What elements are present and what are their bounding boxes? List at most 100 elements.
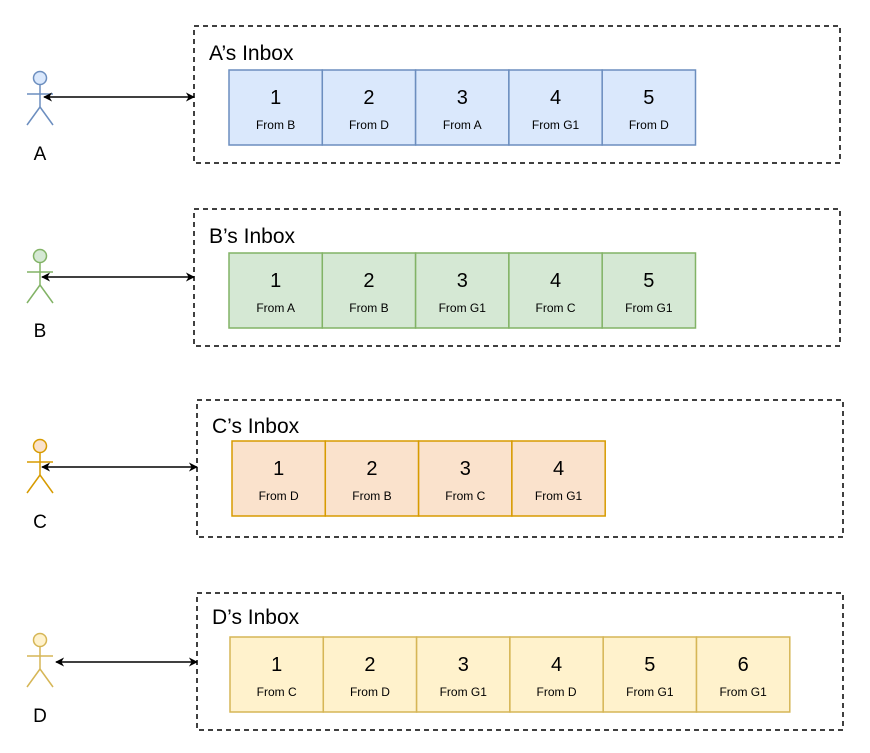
- message-sender: From C: [536, 301, 576, 315]
- actor-right-leg: [39, 106, 54, 126]
- actor-head: [32, 438, 48, 454]
- message-cell-box: [508, 69, 603, 146]
- message-number: 5: [644, 654, 655, 676]
- message-number: 5: [643, 87, 654, 109]
- message-cell-box: [509, 636, 604, 713]
- message-sender: From C: [445, 489, 485, 503]
- message-sender: From D: [259, 489, 299, 503]
- actor-right-leg: [39, 474, 54, 494]
- message-cell-box: [228, 69, 324, 146]
- message-cell-box: [228, 252, 324, 329]
- message-cell-box: [415, 636, 511, 713]
- message-cell-box: [508, 252, 603, 329]
- message-number: 4: [553, 458, 564, 480]
- message-number: 1: [270, 270, 281, 292]
- actor-icon-c: [26, 438, 54, 494]
- message-number: 2: [364, 654, 375, 676]
- inbox-title-d: D’s Inbox: [212, 606, 300, 629]
- message-cell-box: [414, 69, 510, 146]
- message-cell-box: [511, 440, 606, 517]
- message-sender: From D: [349, 118, 389, 132]
- message-cell-box: [695, 636, 791, 713]
- message-sender: From G1: [719, 685, 767, 699]
- message-number: 4: [551, 654, 562, 676]
- actor-head: [32, 70, 48, 86]
- message-sender: From A: [256, 301, 295, 315]
- message-sender: From G1: [440, 685, 488, 699]
- message-sender: From D: [350, 685, 390, 699]
- message-sender: From G1: [439, 301, 487, 315]
- message-sender: From D: [537, 685, 577, 699]
- message-number: 6: [738, 654, 749, 676]
- actor-label-d: D: [33, 706, 47, 727]
- message-cell-box: [321, 69, 417, 146]
- message-number: 2: [363, 270, 374, 292]
- inbox-title-a: A’s Inbox: [209, 42, 294, 65]
- inbox-title-b: B’s Inbox: [209, 225, 295, 248]
- actor-head: [32, 632, 48, 648]
- message-number: 3: [457, 270, 468, 292]
- message-number: 2: [366, 458, 377, 480]
- actor-icon-a: [26, 70, 54, 126]
- message-number: 1: [271, 654, 282, 676]
- message-sender: From C: [257, 685, 297, 699]
- actor-label-b: B: [34, 321, 47, 342]
- message-sender: From B: [349, 301, 388, 315]
- actor-left-leg: [26, 106, 41, 126]
- message-sender: From D: [629, 118, 669, 132]
- message-cell-box: [231, 440, 327, 517]
- actor-left-leg: [26, 284, 41, 304]
- message-sender: From G1: [626, 685, 674, 699]
- actor-head: [32, 248, 48, 264]
- message-number: 4: [550, 270, 561, 292]
- message-cell-box: [229, 636, 325, 713]
- message-cell-box: [321, 252, 417, 329]
- actor-left-leg: [26, 474, 41, 494]
- message-sender: From G1: [532, 118, 580, 132]
- message-number: 2: [363, 87, 374, 109]
- message-sender: From G1: [625, 301, 673, 315]
- message-sender: From G1: [535, 489, 583, 503]
- message-number: 3: [458, 654, 469, 676]
- message-cell-box: [601, 69, 697, 146]
- actor-right-leg: [39, 284, 54, 304]
- actor-right-leg: [39, 668, 54, 688]
- message-cell-box: [414, 252, 510, 329]
- message-cell-box: [322, 636, 418, 713]
- actor-label-a: A: [34, 144, 47, 165]
- actor-icon-b: [26, 248, 54, 304]
- message-sender: From B: [352, 489, 391, 503]
- message-sender: From B: [256, 118, 295, 132]
- message-cell-box: [417, 440, 513, 517]
- inbox-title-c: C’s Inbox: [212, 415, 300, 438]
- message-number: 1: [270, 87, 281, 109]
- actor-label-c: C: [33, 512, 47, 533]
- message-number: 3: [460, 458, 471, 480]
- message-number: 3: [457, 87, 468, 109]
